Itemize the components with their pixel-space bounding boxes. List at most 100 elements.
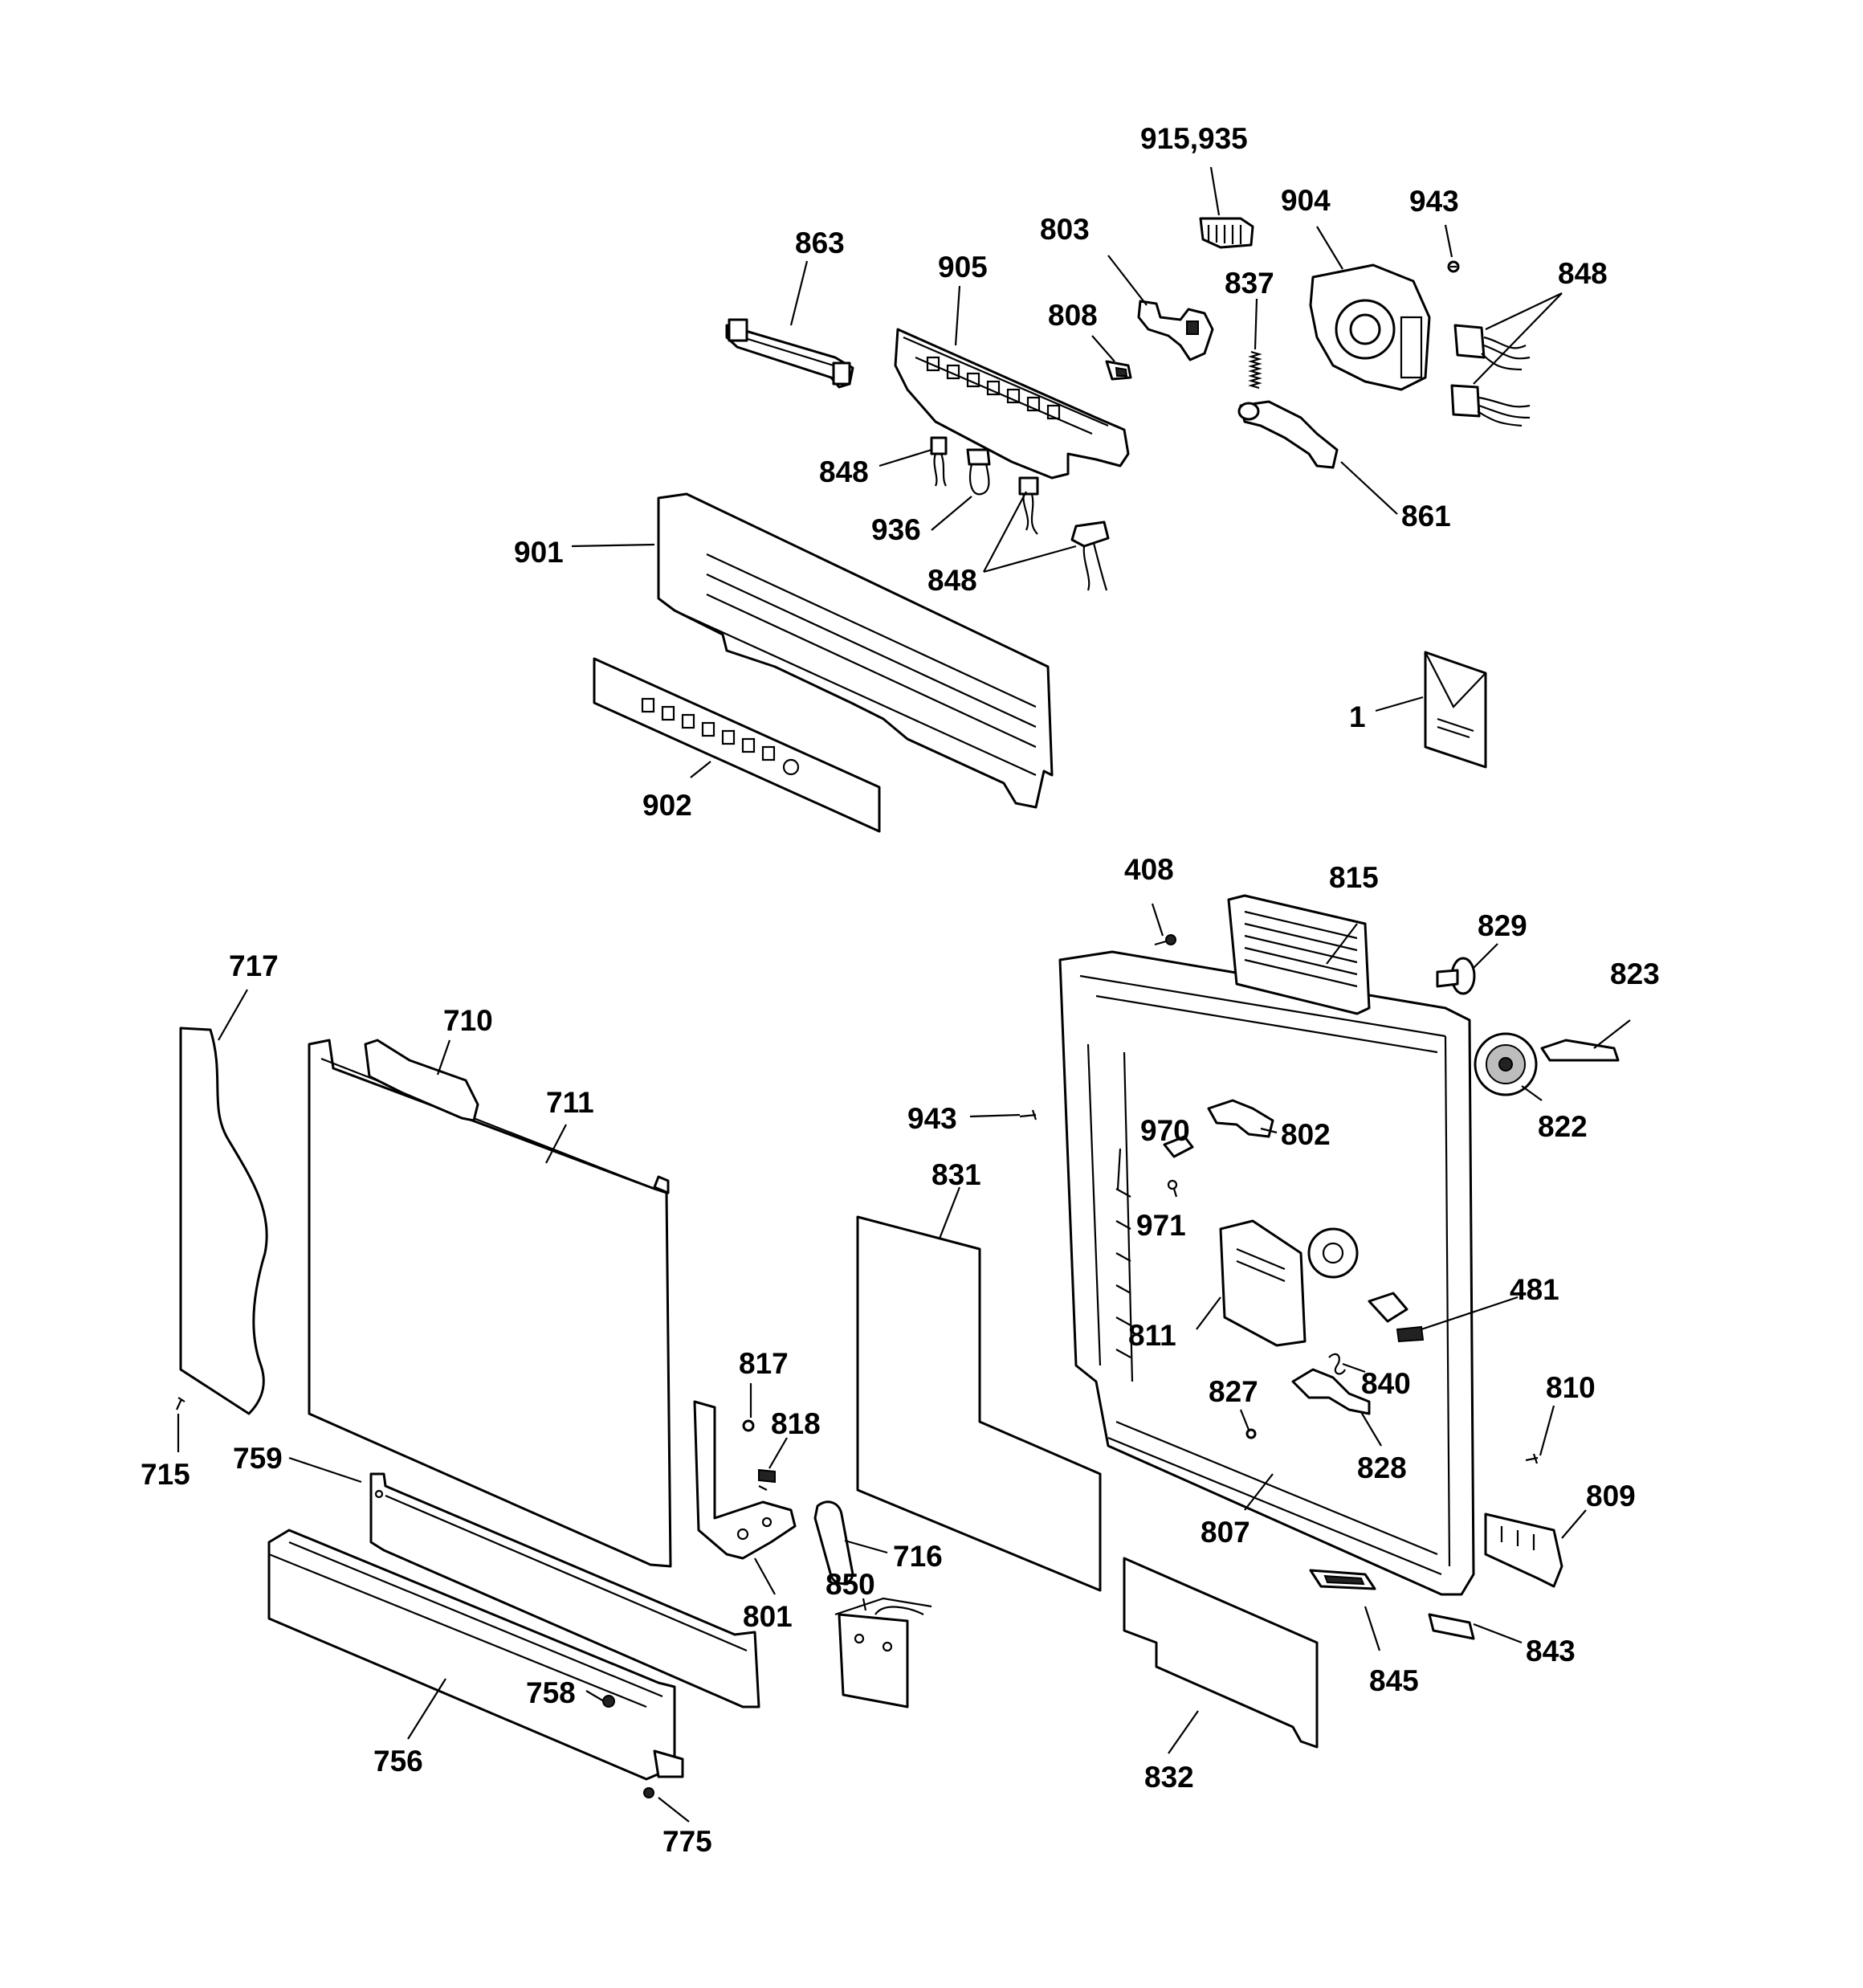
part-843-seal [1428, 1613, 1475, 1640]
part-901-console [657, 492, 1054, 809]
part-915-935-connector [1199, 217, 1254, 249]
callout-837: 837 [1225, 267, 1274, 300]
callout-807: 807 [1201, 1516, 1250, 1549]
part-832-panel [1123, 1557, 1319, 1749]
callout-717: 717 [229, 949, 279, 982]
callout-840: 840 [1361, 1367, 1411, 1400]
callout-902: 902 [642, 789, 692, 822]
callout-848-top-right: 848 [1558, 257, 1608, 290]
part-902-overlay [593, 657, 881, 833]
callout-810: 810 [1546, 1371, 1596, 1404]
part-829-knob [1436, 957, 1476, 995]
part-758-screw [602, 1695, 615, 1708]
callout-831: 831 [932, 1158, 981, 1191]
part-715-screw [176, 1397, 185, 1410]
callout-848-center: 848 [927, 564, 977, 597]
part-943-screw-mid [1019, 1109, 1037, 1121]
callout-845: 845 [1369, 1664, 1419, 1697]
callout-802: 802 [1281, 1118, 1331, 1151]
callout-822: 822 [1538, 1110, 1588, 1143]
callout-905: 905 [938, 251, 988, 284]
callout-848-left: 848 [819, 455, 869, 488]
callout-818: 818 [771, 1407, 821, 1440]
part-863-bracket [725, 318, 854, 389]
part-905-control-board [894, 328, 1130, 480]
callout-971: 971 [1136, 1209, 1186, 1242]
callout-904: 904 [1281, 184, 1331, 217]
callout-756: 756 [373, 1745, 423, 1778]
part-971-screw [1167, 1179, 1178, 1190]
part-1-literature [1424, 651, 1487, 769]
callout-832: 832 [1144, 1761, 1194, 1794]
part-408-screw [1154, 934, 1176, 946]
callout-861: 861 [1401, 500, 1451, 533]
part-481-rinse-cap [1368, 1292, 1425, 1343]
callout-863: 863 [795, 227, 845, 259]
part-904-timer [1309, 263, 1431, 391]
part-837-spring [1248, 350, 1262, 390]
part-802-latch [1207, 1099, 1274, 1138]
part-818-bolt [758, 1468, 776, 1491]
callout-labels: 915,935 904 943 863 803 905 837 848 808 … [141, 122, 1660, 1858]
callout-815: 815 [1329, 861, 1379, 894]
part-848-connectors-right [1450, 324, 1531, 427]
callout-828: 828 [1357, 1451, 1407, 1484]
callout-716: 716 [893, 1540, 943, 1573]
callout-817: 817 [739, 1347, 789, 1380]
callout-843: 843 [1526, 1635, 1576, 1668]
callout-759: 759 [233, 1442, 283, 1475]
part-831-insulation [856, 1215, 1102, 1592]
callout-827: 827 [1209, 1375, 1258, 1408]
callout-801: 801 [743, 1600, 793, 1633]
part-827-screw [1245, 1428, 1257, 1439]
part-756-kick-plate [267, 1529, 684, 1781]
part-861-lever [1237, 400, 1339, 469]
part-850-bracket [834, 1597, 932, 1708]
part-809-bracket [1484, 1512, 1563, 1588]
part-775-screw [643, 1787, 654, 1798]
callout-970: 970 [1140, 1114, 1190, 1147]
callout-775: 775 [662, 1825, 712, 1858]
part-803-switch [1137, 300, 1214, 361]
part-840-spring [1328, 1353, 1346, 1375]
callout-715: 715 [141, 1458, 190, 1491]
part-845-strike [1309, 1569, 1376, 1590]
callout-1: 1 [1349, 700, 1366, 733]
callout-829: 829 [1478, 909, 1527, 942]
callout-901: 901 [514, 536, 564, 569]
callout-943-top: 943 [1409, 185, 1459, 218]
callout-823: 823 [1610, 957, 1660, 990]
part-970-latch [1163, 1135, 1194, 1158]
part-710-bracket [364, 1039, 479, 1122]
callout-710: 710 [443, 1004, 493, 1037]
part-811-dispenser [1219, 1219, 1359, 1347]
callout-758: 758 [526, 1676, 576, 1709]
callout-943-mid: 943 [907, 1102, 957, 1135]
part-817-screw [742, 1419, 755, 1432]
callout-711: 711 [546, 1086, 594, 1119]
part-716-bumper [813, 1500, 854, 1585]
part-822-dial [1474, 1032, 1538, 1096]
callout-809: 809 [1586, 1480, 1636, 1512]
callout-811: 811 [1128, 1319, 1176, 1352]
part-808-clip [1105, 360, 1132, 381]
part-943-screw-top [1447, 260, 1460, 273]
part-823-handle [1540, 1039, 1620, 1062]
part-848-connector-left [930, 436, 948, 487]
callout-915-935: 915,935 [1140, 122, 1248, 155]
callout-936: 936 [871, 513, 921, 546]
callout-808: 808 [1048, 299, 1098, 332]
part-717-side-panel [179, 1027, 268, 1415]
part-828-arm [1291, 1368, 1371, 1415]
leader-lines [177, 166, 1631, 1823]
part-815-vent [1227, 894, 1371, 1015]
part-759-toe-kick [369, 1472, 760, 1708]
callout-408: 408 [1124, 853, 1174, 886]
part-810-screw [1525, 1453, 1539, 1464]
part-936-wire-loop [966, 448, 991, 496]
callout-850: 850 [826, 1568, 875, 1601]
callout-481: 481 [1510, 1273, 1559, 1306]
callout-803: 803 [1040, 213, 1090, 246]
part-801-hinge [693, 1400, 797, 1560]
